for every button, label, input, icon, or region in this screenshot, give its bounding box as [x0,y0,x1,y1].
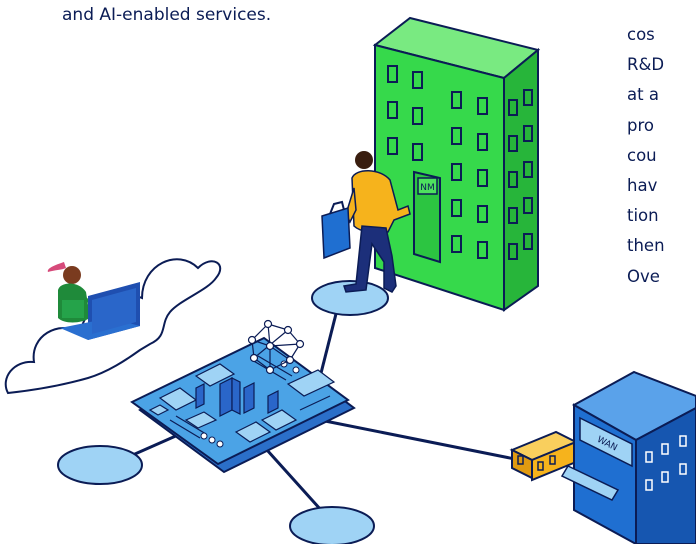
graph-lattice-icon [247,319,305,375]
office-building: NM [372,16,541,312]
shop-building: WAN [560,370,696,544]
side-text-line: hav [627,176,658,196]
caption-text: and AI-enabled services. [62,5,272,25]
side-text-line: cou [627,145,657,165]
side-text-line: at a [627,85,659,105]
side-text-line: Ove [627,266,660,286]
office-sign: NM [420,183,435,193]
side-text-line: tion [627,206,659,226]
link-bottom-node [256,438,332,522]
left-node [57,445,143,485]
office-node [311,280,389,316]
side-text-line: then [627,236,665,256]
person-with-briefcase [321,151,411,293]
side-text-line: cos [627,25,655,44]
person-with-laptop [47,262,140,340]
side-text-line: pro [627,115,654,135]
link-shop [319,418,521,462]
bottom-node [289,506,375,544]
side-text-column: cos R&D at a pro cou hav tion then Ove [627,20,696,292]
circuit-board [130,336,356,474]
side-text-line: R&D [627,55,665,75]
